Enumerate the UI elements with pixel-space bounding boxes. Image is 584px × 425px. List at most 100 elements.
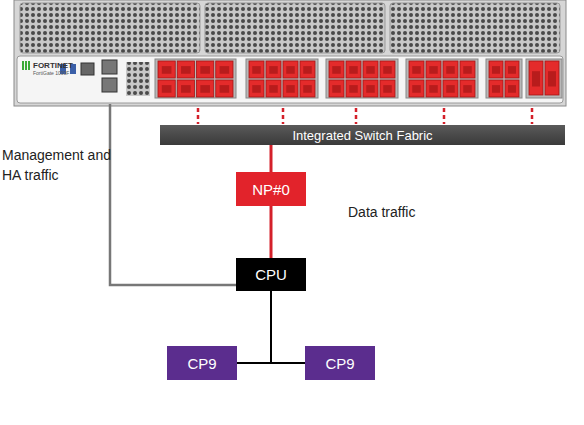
port-socket (463, 85, 472, 93)
network-port (266, 80, 281, 97)
network-port (426, 61, 441, 78)
port-block (326, 59, 398, 98)
port-socket (412, 66, 421, 74)
mgmt-port (102, 60, 117, 74)
vent-panel (205, 3, 385, 53)
node-text: CP9 (187, 355, 216, 372)
network-port (249, 80, 264, 97)
port-block (526, 59, 562, 98)
port-socket (286, 66, 295, 74)
logo-bar (22, 61, 24, 70)
port-link (197, 108, 200, 124)
port-link (531, 108, 534, 124)
port-socket (492, 66, 500, 74)
chassis (14, 0, 566, 106)
port-socket (492, 85, 500, 93)
network-port (300, 61, 315, 78)
port-socket (286, 85, 295, 93)
port-socket (269, 66, 278, 74)
network-port (216, 61, 233, 78)
network-port (346, 61, 361, 78)
port-socket (446, 66, 455, 74)
port-socket (303, 66, 312, 74)
port-socket (349, 66, 358, 74)
port-socket (181, 85, 191, 93)
node-text: CP9 (325, 355, 354, 372)
network-port (177, 80, 194, 97)
port-socket (220, 66, 230, 74)
brand-logo: FORTINET (33, 60, 93, 72)
node-text: Integrated Switch Fabric (292, 128, 432, 143)
console-port (81, 63, 94, 75)
network-port (505, 61, 519, 78)
network-port (460, 80, 475, 97)
traffic-label: Management and HA traffic (2, 145, 114, 186)
vent-panel (20, 3, 200, 53)
connector-line (270, 206, 273, 258)
port-socket (429, 66, 438, 74)
network-port (380, 80, 395, 97)
logo-bar (28, 61, 30, 70)
port-socket (349, 85, 358, 93)
port-socket (383, 66, 392, 74)
network-port (249, 61, 264, 78)
network-port (489, 80, 503, 97)
switch-fabric-bar: Integrated Switch Fabric (160, 125, 565, 145)
cpu-box: CPU (236, 258, 306, 291)
port-socket (463, 66, 472, 74)
connector-line (270, 145, 273, 172)
connector-line (237, 291, 271, 363)
np-box: NP#0 (236, 172, 306, 206)
network-port (545, 61, 559, 95)
port-socket (332, 66, 341, 74)
port-block (486, 59, 522, 98)
network-port (363, 61, 378, 78)
network-port (197, 80, 214, 97)
port-socket (200, 66, 210, 74)
port-socket (200, 85, 210, 93)
node-text: CPU (255, 266, 287, 283)
port-socket (332, 85, 341, 93)
logo-bar (25, 61, 27, 70)
network-port (300, 80, 315, 97)
port-socket (269, 85, 278, 93)
network-port (489, 61, 503, 78)
port-socket (532, 71, 540, 86)
network-port (460, 61, 475, 78)
network-port (329, 61, 344, 78)
network-port (443, 61, 458, 78)
front-panel (17, 56, 563, 103)
port-socket (508, 66, 516, 74)
port-socket (366, 85, 375, 93)
network-port (409, 61, 424, 78)
port-link (282, 108, 285, 124)
cp-box: CP9 (305, 346, 375, 380)
vent-grille (126, 62, 150, 96)
network-port (177, 61, 194, 78)
network-port (426, 80, 441, 97)
port-socket (220, 85, 230, 93)
port-socket (303, 85, 312, 93)
network-port (529, 61, 543, 95)
connector-line (271, 291, 305, 363)
network-port (197, 61, 214, 78)
port-socket (429, 85, 438, 93)
network-port (266, 61, 281, 78)
network-port (380, 61, 395, 78)
network-port (346, 80, 361, 97)
port-link (355, 108, 358, 124)
network-port (216, 80, 233, 97)
mgmt-port (102, 78, 117, 92)
port-socket (181, 66, 191, 74)
port-socket (446, 85, 455, 93)
network-port (283, 80, 298, 97)
port-block (246, 59, 318, 98)
cp-box: CP9 (167, 346, 237, 380)
port-socket (548, 71, 556, 86)
port-block (406, 59, 478, 98)
network-port (505, 80, 519, 97)
port-socket (366, 66, 375, 74)
